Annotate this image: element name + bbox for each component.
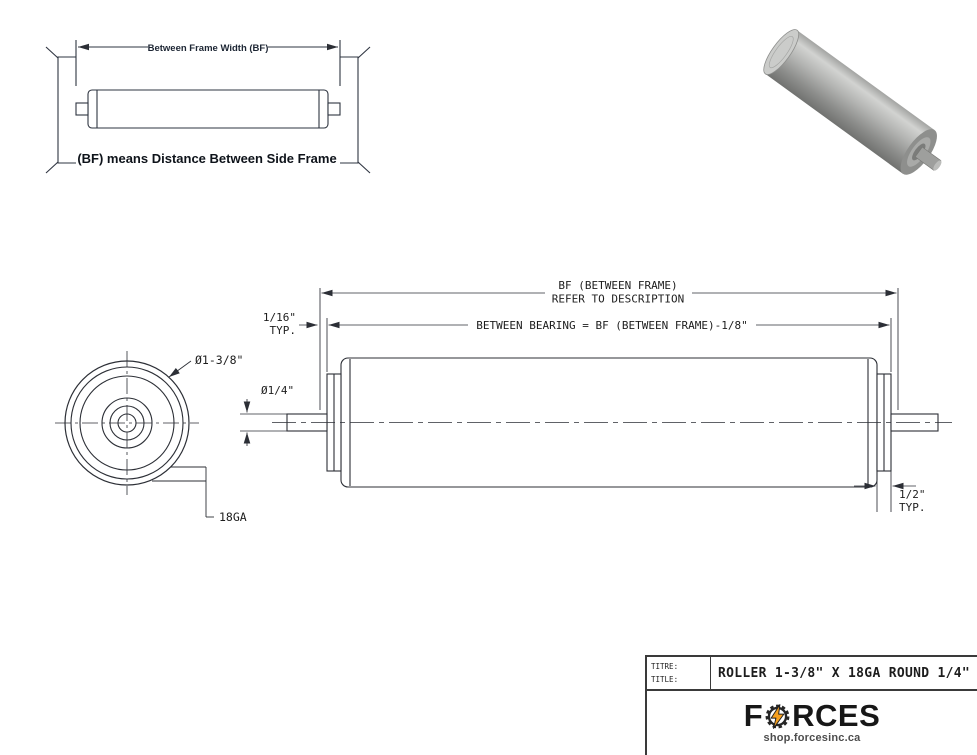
side-view (272, 357, 952, 488)
legend-caption: (BF) means Distance Between Side Frame (77, 151, 336, 166)
gauge-label: 18GA (219, 510, 247, 524)
roller-3d-render (763, 29, 942, 175)
shaft-diameter-label: Ø1/4" (261, 384, 294, 397)
forces-logo: F RCES (744, 700, 881, 731)
title-row: TITRE: TITLE: ROLLER 1-3/8" X 18GA ROUND… (647, 657, 977, 691)
cap-typ-value: 1/2" (899, 488, 926, 501)
title-block: TITRE: TITLE: ROLLER 1-3/8" X 18GA ROUND… (645, 655, 977, 755)
legend-diagram: Between Frame Width (BF) (BF) means Dist… (45, 40, 371, 174)
roller-diameter-label: Ø1-3/8" (195, 353, 243, 367)
between-bearing-label: BETWEEN BEARING = BF (BETWEEN FRAME)-1/8… (476, 319, 748, 332)
left-side-frame (57, 56, 76, 164)
dimensions: BF (BETWEEN FRAME) REFER TO DESCRIPTION … (240, 279, 926, 514)
bf-dimension-line2: REFER TO DESCRIPTION (552, 293, 684, 306)
brand-row: F RCES shop.forcesinc.ca (647, 691, 977, 753)
title-label: TITLE: (651, 674, 679, 684)
drawing-title: ROLLER 1-3/8" X 18GA ROUND 1/4" (718, 665, 970, 681)
cap-typ-suffix: TYP. (899, 501, 926, 514)
brand-part1: F (743, 698, 764, 733)
gap-typ-value: 1/16" (263, 311, 296, 324)
technical-drawing: Ø1-3/8" 18GA (55, 279, 952, 524)
title-labels: TITRE: TITLE: (647, 657, 711, 689)
right-side-frame (340, 56, 359, 164)
gear-lightning-icon (765, 704, 790, 729)
legend-dim-label: Between Frame Width (BF) (148, 43, 269, 54)
brand-part2: RCES (792, 698, 881, 733)
end-view: Ø1-3/8" 18GA (55, 351, 247, 524)
bf-dimension-line1: BF (BETWEEN FRAME) (558, 279, 677, 292)
website-text: shop.forcesinc.ca (763, 732, 861, 744)
gap-typ-suffix: TYP. (270, 324, 297, 337)
legend-roller (87, 89, 329, 129)
titre-label: TITRE: (651, 662, 679, 672)
